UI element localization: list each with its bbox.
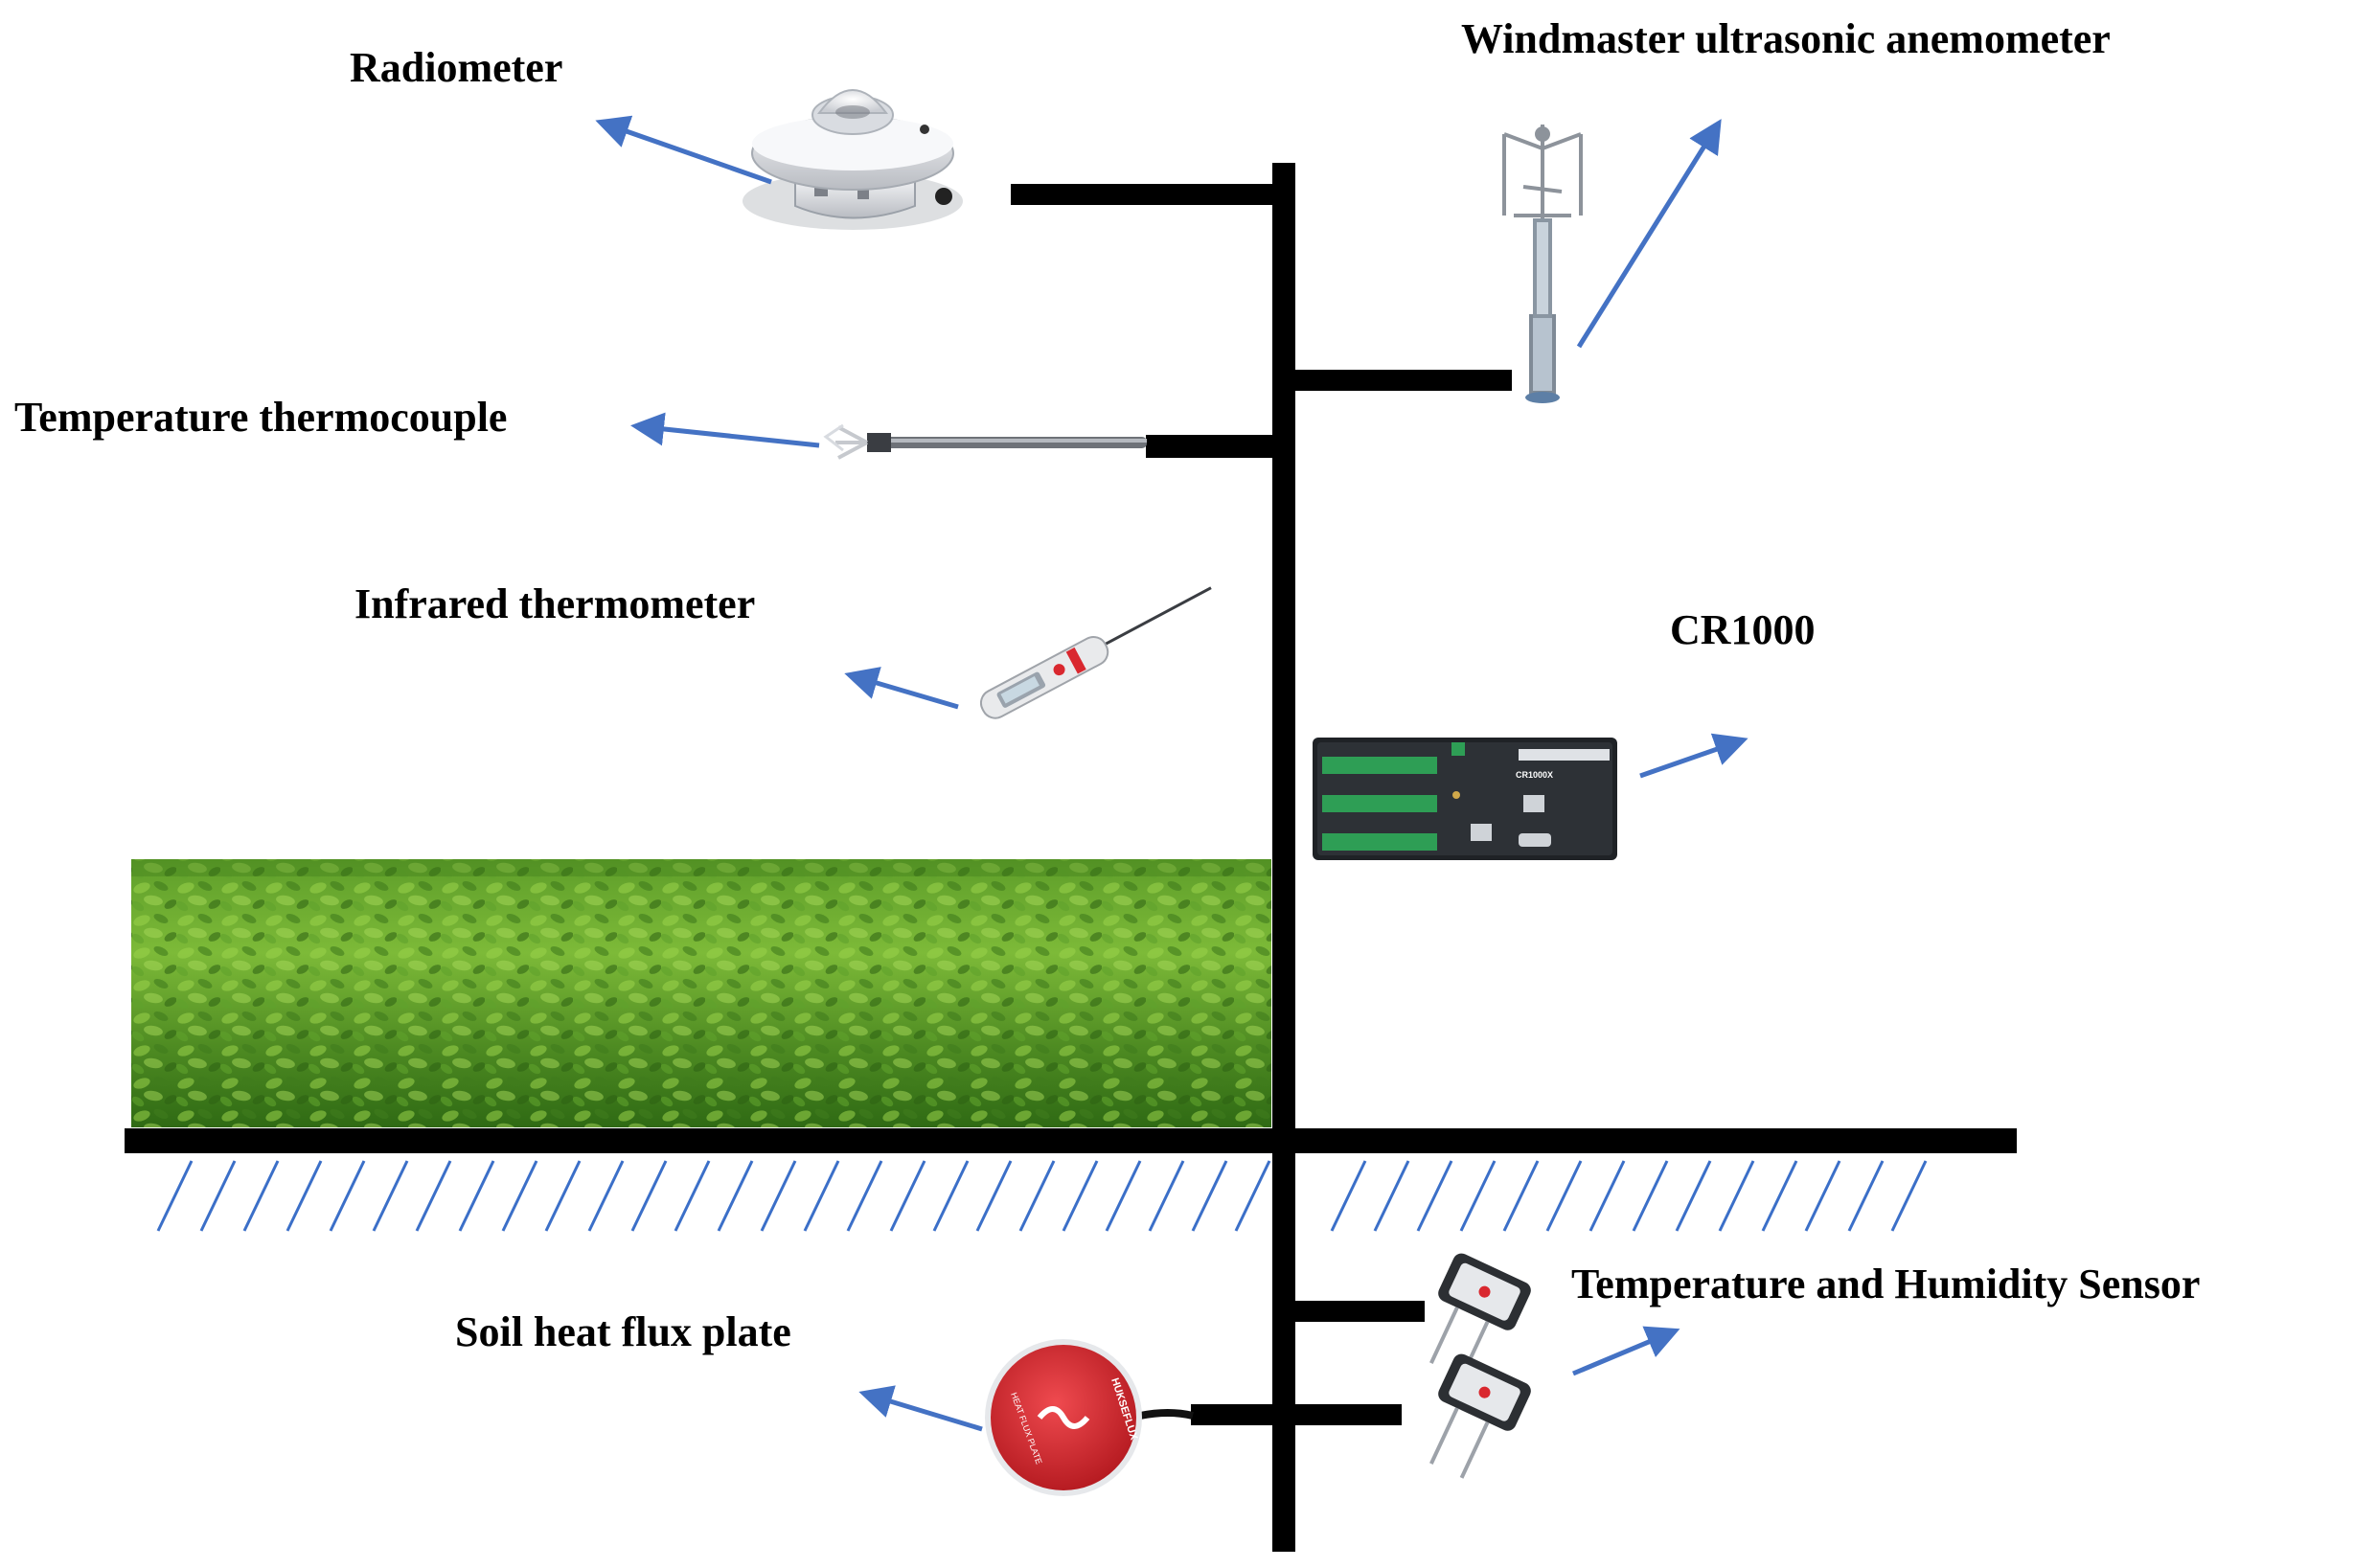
hatch-mark [199, 1160, 237, 1232]
hatch-mark [372, 1160, 409, 1232]
humidity-arm-upper [1289, 1301, 1425, 1322]
tea-canopy-photo [131, 859, 1271, 1127]
hatch-mark [1105, 1160, 1142, 1232]
infrared-label: Infrared thermometer [354, 580, 755, 627]
thermocouple-arrow [630, 412, 820, 448]
hatch-mark [156, 1160, 194, 1232]
hatch-mark [674, 1160, 711, 1232]
soil-hatching [156, 1160, 1928, 1232]
hatch-mark [1890, 1160, 1928, 1232]
humidity-sensor-label: Temperature and Humidity Sensor [1571, 1261, 2200, 1307]
humidity-sensor-icon [1429, 1253, 1531, 1479]
infrared-thermometer-icon [979, 586, 1212, 719]
hatch-mark [587, 1160, 625, 1232]
hatch-mark [889, 1160, 926, 1232]
hatch-mark [1373, 1160, 1410, 1232]
hatch-mark [1416, 1160, 1453, 1232]
datalogger-icon: CR1000X [1313, 738, 1617, 860]
hatch-mark [329, 1160, 366, 1232]
anemometer-arrow [1576, 119, 1722, 349]
anemometer-label: Windmaster ultrasonic anemometer [1461, 15, 2111, 62]
hatch-mark [1018, 1160, 1056, 1232]
anemometer-arm [1289, 370, 1512, 391]
hatch-mark [242, 1160, 280, 1232]
hatch-mark [1632, 1160, 1669, 1232]
hatch-mark [1718, 1160, 1755, 1232]
hatch-mark [1062, 1160, 1099, 1232]
thermocouple-icon [823, 423, 1147, 460]
anemometer-icon [1502, 125, 1583, 403]
radiometer-icon [743, 89, 963, 230]
soil-heat-flux-label: Soil heat flux plate [455, 1308, 791, 1355]
hatch-mark [717, 1160, 754, 1232]
thermocouple-arm [1146, 435, 1285, 458]
hatch-mark [1804, 1160, 1841, 1232]
hatch-mark [1847, 1160, 1885, 1232]
hatch-mark [544, 1160, 582, 1232]
hatch-mark [760, 1160, 797, 1232]
soil-plate-arm [1191, 1404, 1287, 1425]
hatch-mark [1191, 1160, 1228, 1232]
hatch-mark [1545, 1160, 1583, 1232]
hatch-mark [803, 1160, 840, 1232]
datalogger-label: CR1000 [1670, 606, 1816, 653]
radiometer-arrow [595, 115, 772, 185]
hatch-mark [1588, 1160, 1626, 1232]
thermocouple-label: Temperature thermocouple [14, 394, 507, 441]
hatch-mark [932, 1160, 970, 1232]
radiometer-label: Radiometer [350, 44, 562, 91]
datalogger-arrow [1639, 733, 1748, 779]
hatch-mark [1148, 1160, 1185, 1232]
hatch-mark [415, 1160, 452, 1232]
humidity-arm-lower [1289, 1404, 1402, 1425]
hatch-mark [1459, 1160, 1497, 1232]
radiometer-arm [1011, 184, 1284, 205]
hatch-mark [458, 1160, 495, 1232]
datalogger-model-text: CR1000X [1516, 770, 1553, 780]
hatch-mark [501, 1160, 538, 1232]
soil-heat-flux-plate-icon: HUKSEFLUX HEAT FLUX PLATE [985, 1339, 1194, 1496]
hatch-mark [1330, 1160, 1367, 1232]
mounting-structure [125, 163, 2017, 1552]
soil-heat-flux-arrow [858, 1385, 983, 1432]
humidity-sensor-arrow [1572, 1326, 1680, 1376]
hatch-mark [975, 1160, 1013, 1232]
hatch-mark [286, 1160, 323, 1232]
hatch-mark [1502, 1160, 1540, 1232]
hatch-mark [1761, 1160, 1798, 1232]
hatch-mark [1234, 1160, 1271, 1232]
hatch-mark [1675, 1160, 1712, 1232]
ground-line [125, 1128, 2017, 1153]
hatch-mark [630, 1160, 668, 1232]
infrared-arrow [844, 667, 959, 710]
hatch-mark [846, 1160, 883, 1232]
